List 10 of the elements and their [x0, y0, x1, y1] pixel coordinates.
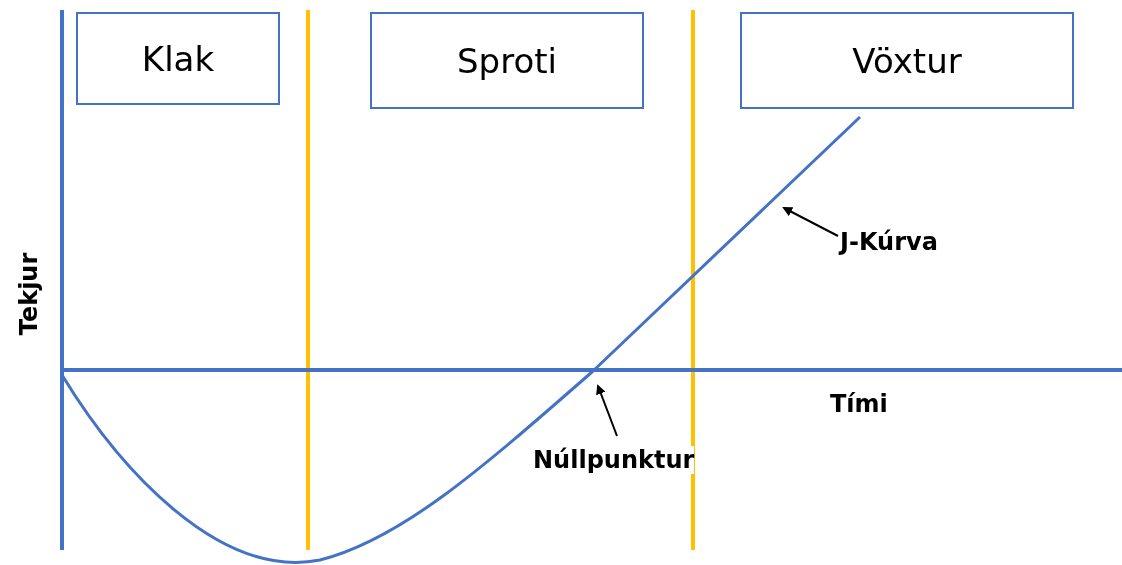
callout-text: J-Kúrva [840, 228, 938, 256]
leader-line [782, 207, 839, 237]
phase-box [370, 12, 644, 109]
axis-label: Tekjur [15, 252, 44, 336]
phase-box [740, 12, 1074, 109]
phase-label: Vöxtur [852, 40, 962, 81]
leader-line [596, 384, 618, 437]
phase-box [76, 12, 280, 105]
phase-label: Sproti [457, 40, 557, 81]
phase-label: Klak [141, 38, 215, 79]
